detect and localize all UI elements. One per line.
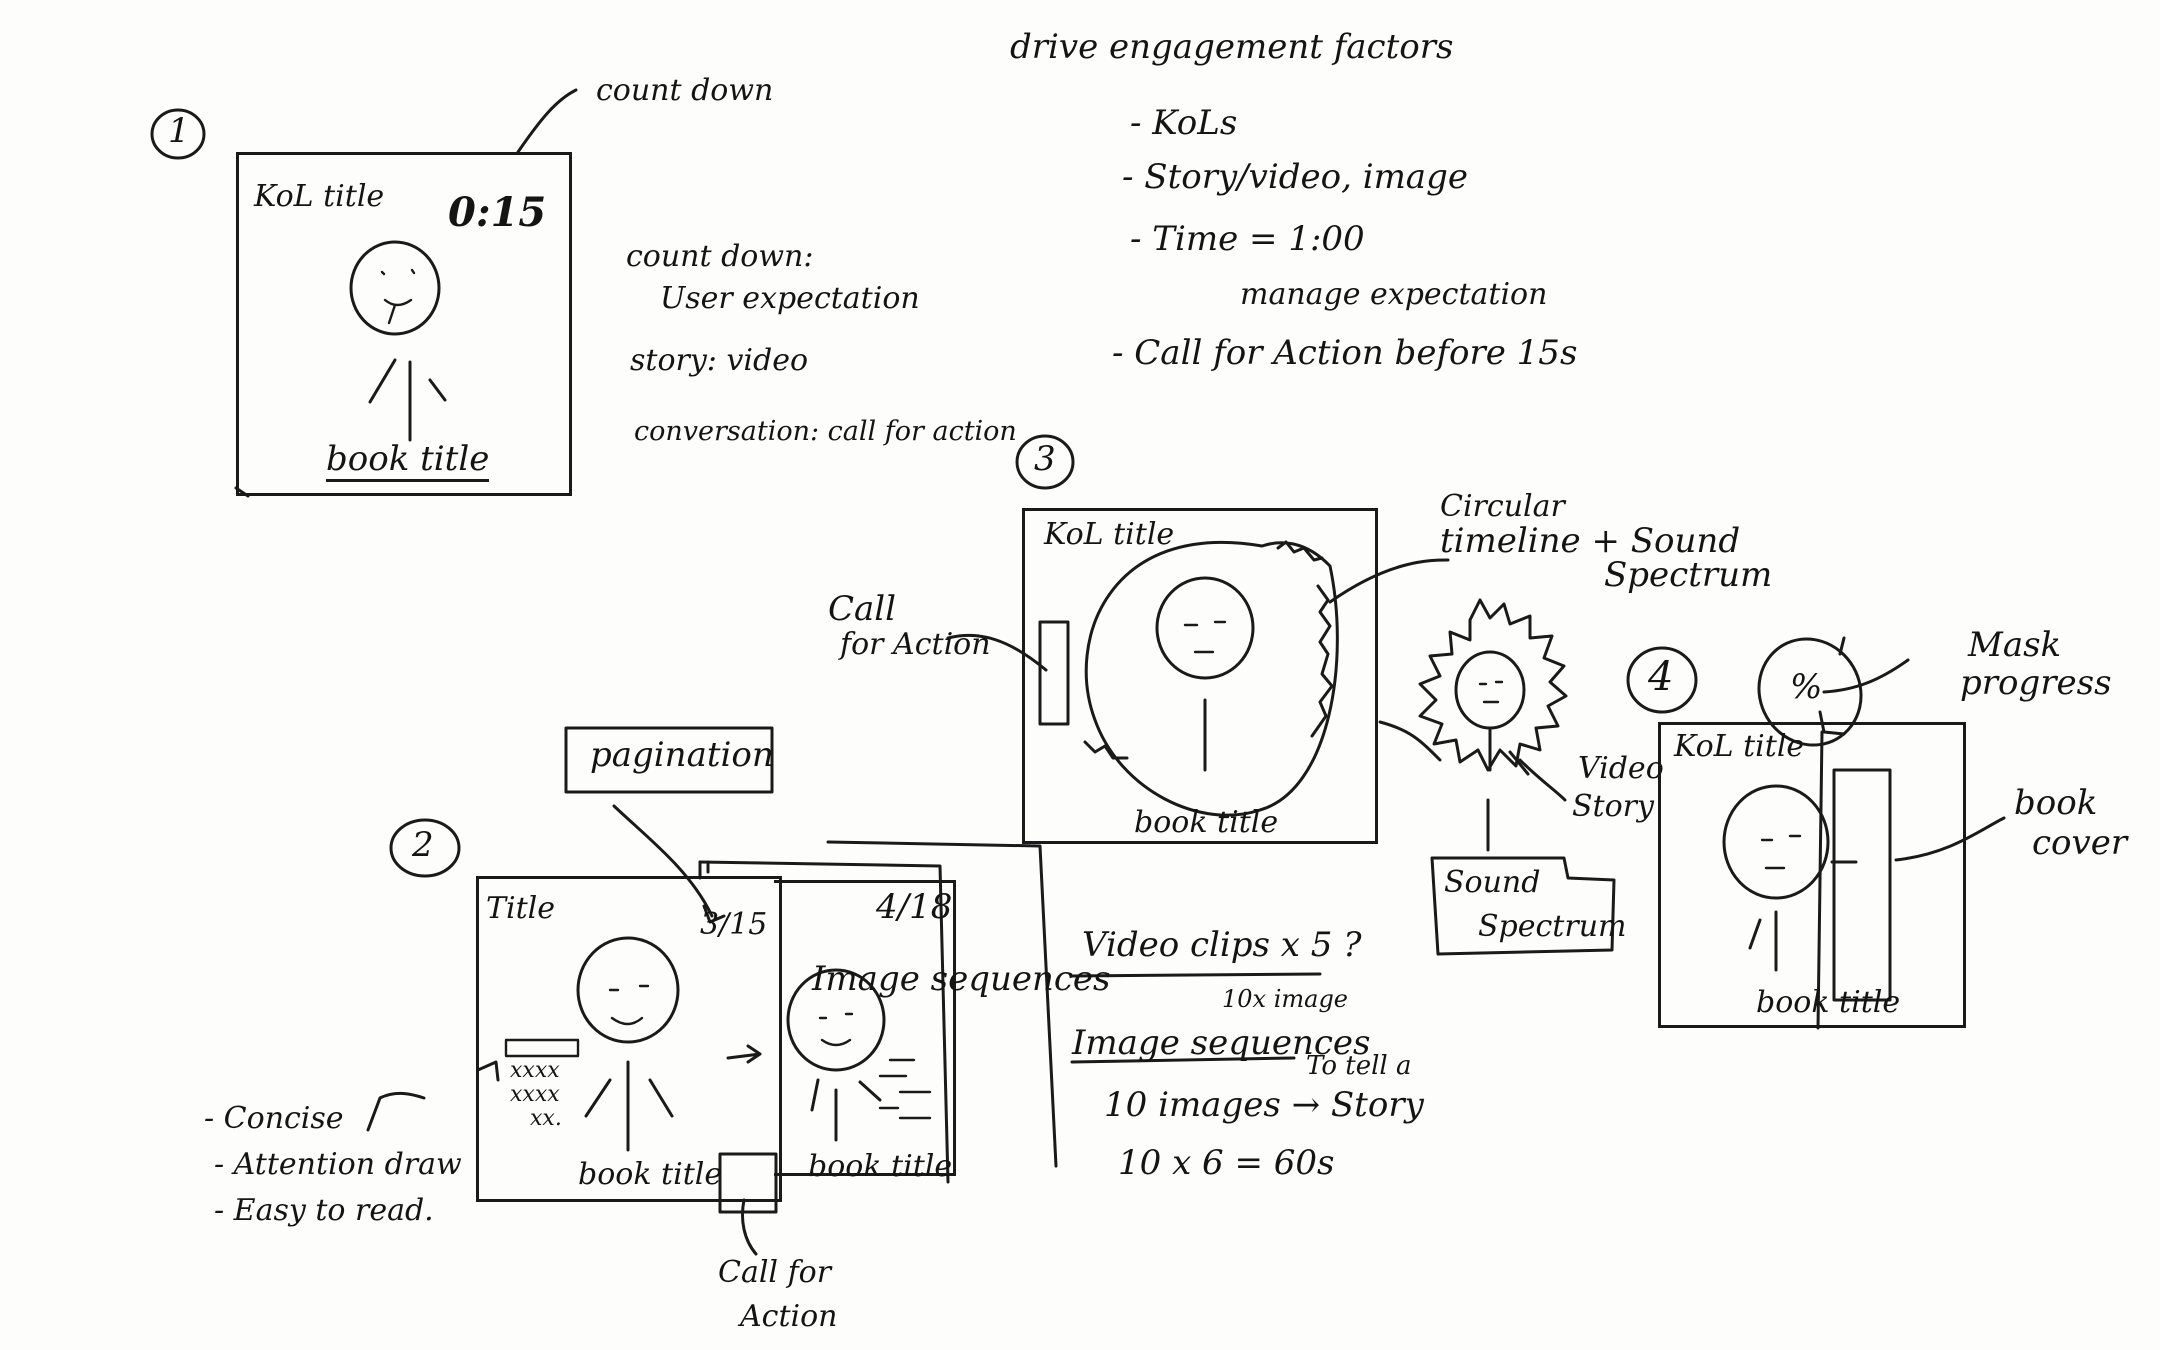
card2-heading: Image sequences [812,960,1111,999]
video-story-pointer [1520,760,1565,800]
sketch1-kol-title: KoL title [254,180,384,215]
stick-figure-head-spiky [1456,652,1524,728]
percent-pointer [1840,638,1844,654]
sketch1-note-countdown: count down: [626,240,813,275]
card1-text-line-3: xx. [530,1106,562,1131]
mask-pointer [1824,660,1908,692]
pagination-label: pagination [590,736,774,775]
book-cover-label-1: book [2014,784,2097,823]
countdown-callout: count down [596,72,773,110]
sketch-number-2: 2 [412,826,434,865]
video-story-label-1: Video [1578,752,1664,787]
circular-cta-label-1: Call [828,590,896,629]
sketch1-timer: 0:15 [448,190,546,236]
card-cta-label-2: Action [740,1300,838,1335]
mask-label-2: progress [1960,664,2112,703]
card2-book-title: book title [808,1150,952,1185]
notes-right-video-clips: Video clips x 5 ? [1082,926,1361,965]
sketch1-note-expectation: User expectation [660,282,920,317]
spectrum-pointer [1380,722,1440,760]
spiky-circle [1420,600,1566,770]
notes-left-easy: - Easy to read. [214,1194,434,1229]
card1-title: Title [486,892,555,927]
header-item-story: - Story/video, image [1122,158,1468,197]
card1-book-title: book title [578,1158,722,1193]
header-item-kols: - KoLs [1130,104,1237,143]
mask-label-1: Mask [1968,626,2061,665]
video-story-label-2: Story [1572,790,1654,825]
card1-text-line-2: xxxx [510,1082,560,1107]
mask-kol-title: KoL title [1674,730,1804,765]
sketch1-note-conversation: conversation: call for action [634,416,1017,447]
sketch-number-4: 4 [1648,654,1673,700]
mask-percent: % [1790,668,1822,707]
circular-timeline-label-1: Circular [1440,490,1565,525]
sound-spectrum-label-2: Spectrum [1478,910,1626,945]
circular-timeline-label-3: Spectrum [1604,556,1772,595]
countdown-pointer [518,90,576,152]
notes-left-concise: - Concise [204,1102,344,1137]
header-item-expectation: manage expectation [1240,278,1547,313]
sketch-number-3: 3 [1034,440,1056,479]
sketch1-book-title: book title [326,440,489,482]
card1-text-line-1: xxxx [510,1058,560,1083]
mask-phone-frame [1658,722,1966,1028]
notes-right-10-images: 10 images → Story [1104,1086,1424,1125]
header-item-time: - Time = 1:00 [1130,220,1365,259]
sketch-number-1: 1 [168,112,190,151]
cta-pointer-card [743,1200,757,1254]
book-cover-label-2: cover [2032,824,2127,863]
card-cta-label-1: Call for [718,1256,831,1291]
notes-right-10x-image: 10x image [1222,986,1348,1014]
circular-phone-frame [1022,508,1378,844]
notes-right-10x6: 10 x 6 = 60s [1118,1144,1335,1183]
circular-cta-label-2: for Action [840,628,991,663]
stick-figure-body-spiky [1490,730,1528,774]
mask-book-title: book title [1756,986,1900,1021]
notes-left-pointer [368,1093,424,1130]
circular-kol-title: KoL title [1044,518,1174,553]
header-item-cta: - Call for Action before 15s [1112,334,1577,373]
notes-left-attention: - Attention draw [214,1148,462,1183]
header-title: drive engagement factors [1010,28,1453,67]
sound-spectrum-label-1: Sound [1444,866,1540,901]
stick-figure-face-spiky [1480,682,1502,702]
sketch1-note-story: story: video [630,344,808,379]
notes-right-to-tell: To tell a [1306,1052,1411,1082]
card1-page: 3/15 [700,908,767,943]
card2-page: 4/18 [876,888,952,927]
circular-book-title: book title [1134,806,1278,841]
